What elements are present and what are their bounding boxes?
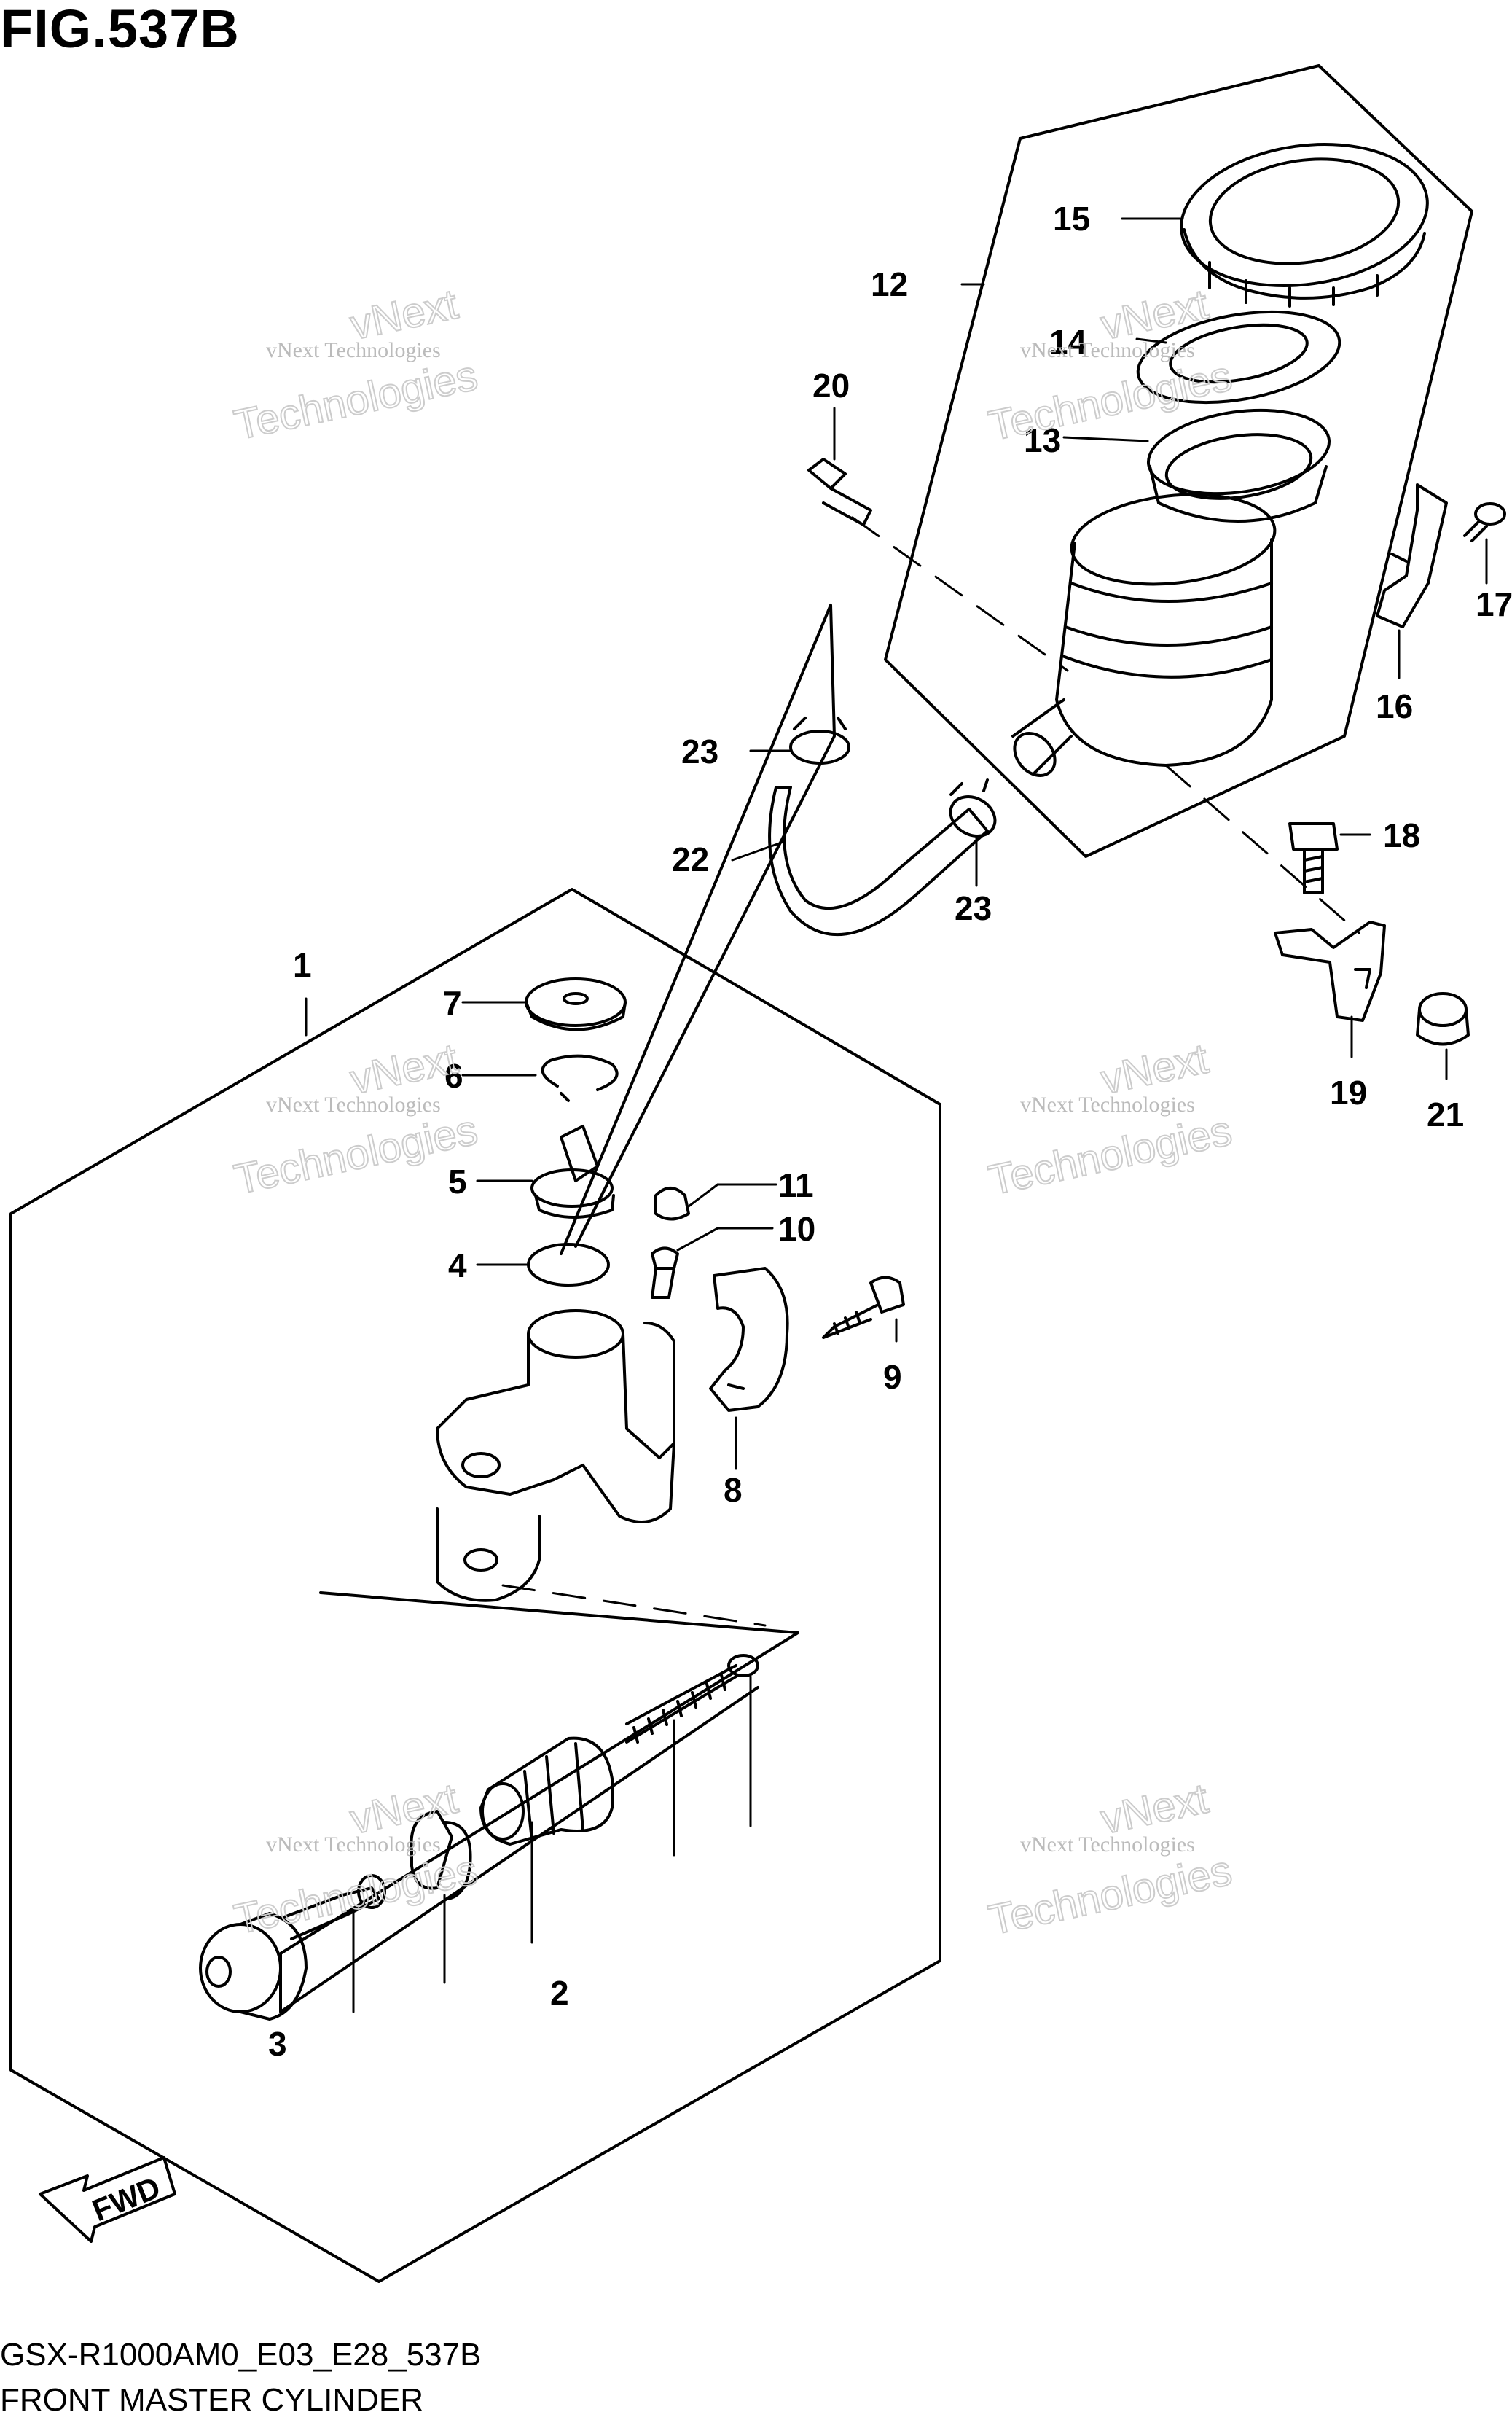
watermark-top-left: vNext Technologies vNext Technologies [230,280,482,450]
svg-text:Technologies: Technologies [984,1106,1236,1204]
fwd-label: FWD [87,2170,165,2228]
mounting-bracket [1274,921,1386,1022]
callout-21: 21 [1427,1096,1464,1133]
figure-title: FIG.537B [0,0,240,59]
svg-text:vNext: vNext [1097,1035,1213,1104]
reservoir-bolt [807,458,872,526]
watermark-mid-right: vNext Technologies vNext Technologies [984,1034,1237,1206]
callout-3: 3 [268,2025,287,2063]
callout-17: 17 [1476,585,1512,623]
callout-1: 1 [293,946,312,984]
model-code: GSX-R1000AM0_E03_E28_537B [0,2337,482,2373]
watermark-bottom-right: vNext Technologies vNext Technologies [984,1774,1237,1945]
svg-text:Technologies: Technologies [230,1106,482,1203]
assembly-outline-1 [9,888,941,2283]
callout-22: 22 [672,840,709,878]
bleeder-screw [651,1246,679,1299]
svg-text:Technologies: Technologies [984,352,1236,450]
callout-11: 11 [778,1166,814,1204]
svg-text:vNext Technologies: vNext Technologies [266,1093,441,1117]
o-ring [527,1243,610,1287]
master-cylinder-body [436,1309,675,1602]
callout-7: 7 [443,984,462,1022]
hose-clamp-upper [789,717,850,765]
watermark-top-right: vNext Technologies vNext Technologies [984,280,1237,451]
svg-text:Technologies: Technologies [984,1846,1236,1944]
grommet [1416,992,1470,1046]
leader-wedge-hose [560,604,836,1255]
hose-connector [530,1125,615,1219]
holder-bolt [822,1276,905,1339]
callout-23-lower: 23 [955,889,992,927]
callout-18: 18 [1383,816,1420,854]
svg-text:vNext Technologies: vNext Technologies [266,338,441,362]
bleeder-cap [654,1187,690,1221]
assembly-outline-12 [884,64,1473,858]
assembly-outline-2 [279,1591,799,2013]
svg-text:vNext: vNext [1097,1775,1213,1843]
reservoir-tank [1011,493,1277,777]
piston-spring [625,1654,759,1744]
svg-text:vNext Technologies: vNext Technologies [266,1832,441,1857]
callout-8: 8 [724,1471,743,1509]
small-screw [1463,502,1506,542]
callout-20: 20 [812,367,850,405]
svg-text:vNext: vNext [346,1775,462,1843]
reservoir-hose [768,786,989,936]
callout-16: 16 [1376,687,1413,725]
callout-9: 9 [883,1358,902,1396]
dust-boot [199,1912,308,2021]
circlip-upper [541,1054,619,1102]
svg-text:vNext Technologies: vNext Technologies [1020,1832,1195,1857]
svg-text:vNext Technologies: vNext Technologies [1020,338,1195,362]
master-cylinder-cap [525,977,627,1031]
callout-5: 5 [448,1163,467,1201]
callout-23-upper: 23 [681,733,718,770]
callout-4: 4 [448,1246,467,1284]
reservoir-cap [1180,142,1429,308]
svg-text:vNext: vNext [346,281,462,349]
callout-14: 14 [1049,323,1087,361]
watermark-mid-left: vNext Technologies vNext Technologies [230,1034,482,1205]
svg-text:Technologies: Technologies [230,351,482,449]
callout-15: 15 [1053,200,1090,238]
hose-clamp-lower [949,778,997,838]
svg-text:vNext Technologies: vNext Technologies [1020,1093,1195,1117]
reservoir-bracket [1376,483,1448,628]
callout-2: 2 [550,1974,569,2012]
reservoir-gasket [1136,310,1341,405]
callout-19: 19 [1330,1074,1367,1112]
piston-cup [479,1736,614,1846]
fwd-arrow-icon [39,2156,176,2243]
circlip-lower [410,1810,472,1900]
callout-10: 10 [778,1210,815,1248]
callout-12: 12 [871,265,908,303]
callout-13: 13 [1024,421,1061,459]
master-cylinder-holder [709,1267,789,1412]
reservoir-diaphragm [1146,408,1331,523]
push-rod [283,1874,386,1940]
callout-6: 6 [444,1057,463,1095]
figure-caption: FRONT MASTER CYLINDER [0,2382,424,2418]
bracket-bolt [1288,822,1339,894]
